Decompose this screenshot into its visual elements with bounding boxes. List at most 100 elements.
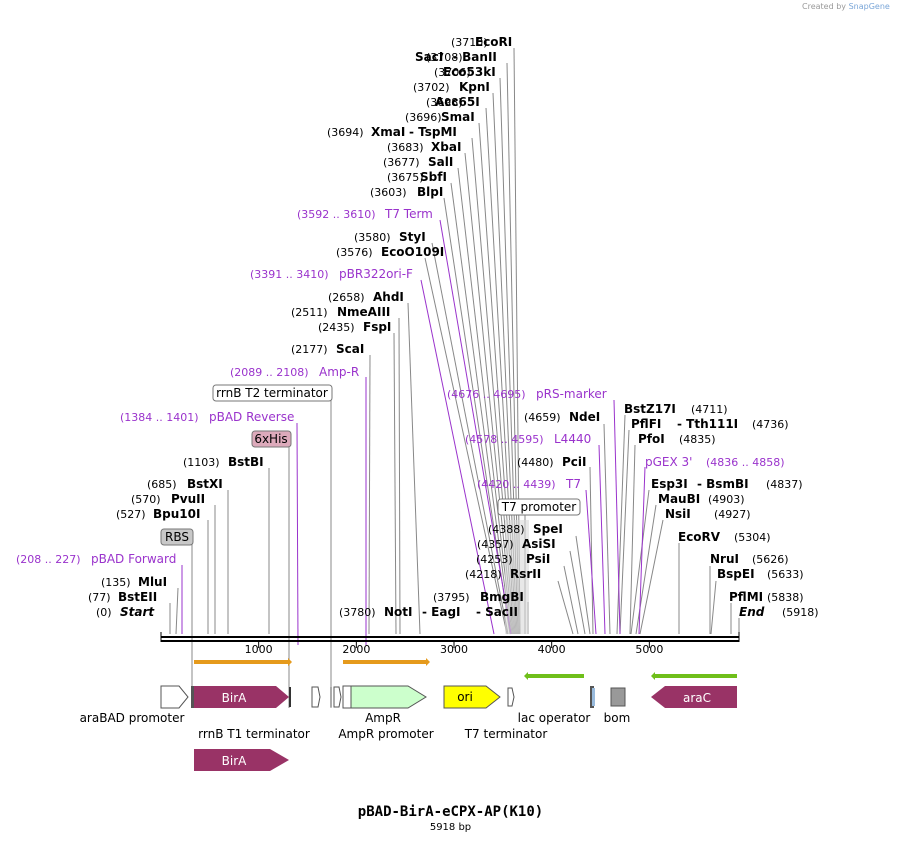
rbs-label: RBS	[165, 530, 189, 544]
enzyme-site[interactable]: (1103)BstBI	[183, 455, 264, 469]
enzyme-name: MluI	[138, 575, 167, 589]
enzyme-alt-name: - BsmBI	[697, 477, 749, 491]
ampr-label: AmpR	[365, 711, 401, 725]
enzyme-name: AsiSI	[522, 537, 556, 551]
t7-promoter-box	[497, 498, 581, 516]
enzyme-site[interactable]: (3683)XbaI	[387, 140, 461, 154]
enzyme-site[interactable]: (3795) BmgBI	[433, 590, 524, 604]
enzyme-name: Bpu10I	[153, 507, 200, 521]
snapgene-credit[interactable]: Created by SnapGene	[802, 2, 890, 11]
enzyme-name: RsrII	[510, 567, 541, 581]
enzyme-site[interactable]: (3698)Acc65I	[426, 95, 480, 109]
enzyme-site[interactable]: (77)BstEII	[88, 590, 157, 604]
enzyme-site[interactable]: (4659)NdeI	[524, 410, 600, 424]
enzyme-position: (0)	[96, 606, 112, 619]
enzyme-alt-name: - TspMI	[409, 125, 457, 139]
enzyme-name: BstEII	[118, 590, 157, 604]
primer-site[interactable]: pGEX 3'(4836 .. 4858)	[645, 455, 785, 469]
enzyme-site[interactable]: (2177)ScaI	[291, 342, 364, 356]
enzyme-site[interactable]: (4480)PciI	[517, 455, 587, 469]
primer-range: (4578 .. 4595)	[465, 433, 544, 446]
enzyme-site[interactable]: (4388)SpeI	[488, 522, 563, 536]
enzyme-site[interactable]: NruI(5626)	[710, 552, 789, 566]
rbs-box	[160, 528, 194, 546]
enzyme-site[interactable]: (4253)PsiI	[476, 552, 550, 566]
primer-site[interactable]: (3592 .. 3610)T7 Term	[297, 207, 433, 221]
backbone	[160, 632, 740, 642]
enzyme-site[interactable]: (4357) AsiSI	[477, 537, 556, 551]
enzyme-site[interactable]: (685)BstXI	[147, 477, 223, 491]
primer-name: pRS-marker	[536, 387, 607, 401]
enzyme-name: BmgBI	[480, 590, 524, 604]
enzyme-site[interactable]: (2658)AhdI	[328, 290, 404, 304]
enzyme-name: SpeI	[533, 522, 563, 536]
enzyme-site[interactable]: (3710)EcoRI	[451, 35, 512, 49]
primer-site[interactable]: (1384 .. 1401)pBAD Reverse	[120, 410, 294, 424]
enzyme-site[interactable]: BspEI(5633)	[717, 567, 804, 581]
primer-site[interactable]: (4578 .. 4595)L4440	[465, 432, 591, 446]
enzyme-site[interactable]: (3694)XmaI- TspMI	[327, 125, 457, 139]
enzyme-position: (3710)	[451, 36, 488, 49]
bira2-label: BirA	[222, 754, 248, 768]
primer-site[interactable]: (2089 .. 2108)Amp-R	[230, 365, 359, 379]
ori-arrow	[443, 685, 501, 709]
primer-name: Amp-R	[319, 365, 359, 379]
enzyme-name: BlpI	[417, 185, 443, 199]
enzyme-name: NmeAIII	[337, 305, 390, 319]
enzyme-site[interactable]: (2435)FspI	[318, 320, 391, 334]
enzyme-position: (3698)	[426, 96, 463, 109]
enzyme-name: BstZ17I	[624, 402, 676, 416]
enzyme-position: (4357)	[477, 538, 514, 551]
enzyme-position: (3580)	[354, 231, 391, 244]
enzyme-site[interactable]: (3580)StyI	[354, 230, 426, 244]
enzyme-site[interactable]: End(5918)	[739, 605, 819, 619]
enzyme-site[interactable]: (4218)RsrII	[465, 567, 541, 581]
sixxhis-label: 6xHis	[254, 432, 287, 446]
enzyme-site[interactable]: (3603)BlpI	[370, 185, 443, 199]
enzyme-name: KpnI	[459, 80, 490, 94]
primer-site[interactable]: (4420 .. 4439)T7	[477, 477, 581, 491]
enzyme-name: XmaI	[371, 125, 405, 139]
enzyme-position: (527)	[116, 508, 146, 521]
t7-terminator-label: T7 terminator	[464, 727, 548, 741]
bom-label: bom	[604, 711, 631, 725]
enzyme-alt-name: - BanII	[453, 50, 497, 64]
enzyme-name: EcoRI	[475, 35, 512, 49]
enzyme-site[interactable]: PflFI- Tth111I(4736)	[631, 417, 789, 431]
enzyme-site[interactable]: (2511)NmeAIII	[291, 305, 390, 319]
enzyme-position: (4736)	[752, 418, 789, 431]
enzyme-site[interactable]: Esp3I- BsmBI(4837)	[651, 477, 803, 491]
enzyme-position: (3696)	[405, 111, 442, 124]
axis-tick-label: 3000	[440, 643, 468, 656]
enzyme-site[interactable]: (0)Start	[96, 605, 155, 619]
primer-site[interactable]: (3391 .. 3410)pBR322ori-F	[250, 267, 413, 281]
enzyme-site[interactable]: (3780)NotI- EagI- SacII	[339, 605, 518, 619]
enzyme-site[interactable]: PflMI(5838)	[729, 590, 804, 604]
enzyme-site[interactable]: (3677)SalI	[383, 155, 453, 169]
primer-site[interactable]: (4676 .. 4695)pRS-marker	[447, 387, 607, 401]
enzyme-position: (4837)	[766, 478, 803, 491]
axis-tick-label: 5000	[635, 643, 663, 656]
enzyme-site[interactable]: (3702)KpnI	[413, 80, 490, 94]
enzyme-site[interactable]: BstZ17I(4711)	[624, 402, 728, 416]
enzyme-site[interactable]: MauBI(4903)	[658, 492, 745, 506]
enzyme-site[interactable]: EcoRV(5304)	[678, 530, 771, 544]
enzyme-position: (3576)	[336, 246, 373, 259]
primer-site[interactable]: (208 .. 227)pBAD Forward	[16, 552, 176, 566]
enzyme-position: (1103)	[183, 456, 220, 469]
enzyme-site[interactable]: (570)PvuII	[131, 492, 205, 506]
enzyme-position: (3795)	[433, 591, 470, 604]
enzyme-site[interactable]: (3675)SbfI	[387, 170, 447, 184]
enzyme-site[interactable]: NsiI(4927)	[665, 507, 751, 521]
enzyme-name: NdeI	[569, 410, 600, 424]
enzyme-site[interactable]: (3706)Eco53kI	[434, 65, 496, 79]
enzyme-site[interactable]: (135)MluI	[101, 575, 167, 589]
primer-name: pGEX 3'	[645, 455, 692, 469]
enzyme-site[interactable]: (3576)EcoO109I	[336, 245, 444, 259]
enzyme-site[interactable]: PfoI(4835)	[638, 432, 716, 446]
enzyme-site[interactable]: (3696)SmaI	[405, 110, 475, 124]
enzyme-name: SbfI	[420, 170, 447, 184]
enzyme-site[interactable]: (527) Bpu10I	[116, 507, 200, 521]
enzyme-name: Eco53kI	[443, 65, 496, 79]
enzyme-site[interactable]: (3708)SacI- BanII	[415, 50, 497, 64]
